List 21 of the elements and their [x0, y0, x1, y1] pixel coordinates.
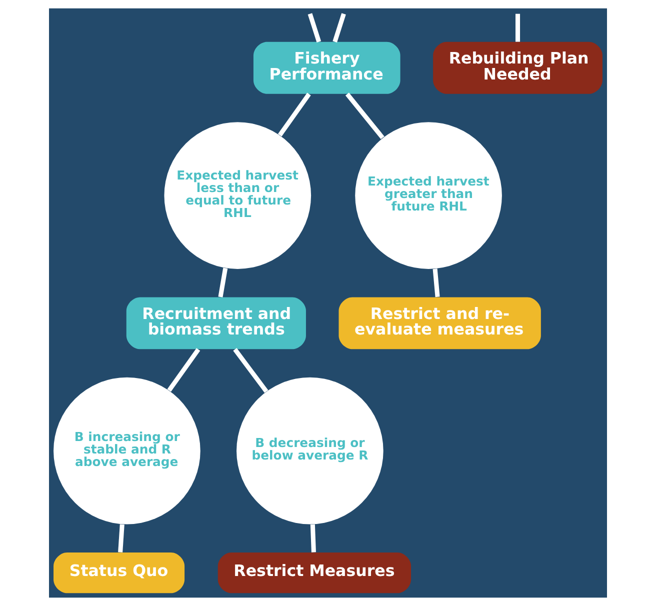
node-circle: B increasing or stable and R above average — [54, 377, 200, 524]
connector — [310, 524, 316, 552]
node-circle: Expected harvest greater than future RHL — [355, 122, 502, 269]
connector — [118, 524, 124, 552]
connector — [167, 348, 200, 392]
connector — [233, 348, 268, 393]
connector — [278, 92, 311, 136]
node-box: Restrict and re-evaluate measures — [338, 297, 541, 350]
node-circle: B decreasing or below average R — [236, 377, 384, 524]
node-box: Rebuilding Plan Needed — [433, 42, 602, 94]
node-box: Restrict Measures — [218, 552, 412, 594]
connector — [345, 92, 384, 140]
connector — [516, 14, 520, 42]
node-box: Status Quo — [54, 552, 185, 594]
node-circle: Expected harvest less than or equal to future RHL — [164, 122, 312, 269]
connector — [218, 268, 228, 298]
node-box: Recruitment and biomass trends — [126, 297, 306, 350]
connector — [308, 13, 322, 42]
connector — [432, 268, 440, 298]
connector — [332, 13, 346, 42]
node-box: Fishery Performance — [253, 42, 400, 94]
